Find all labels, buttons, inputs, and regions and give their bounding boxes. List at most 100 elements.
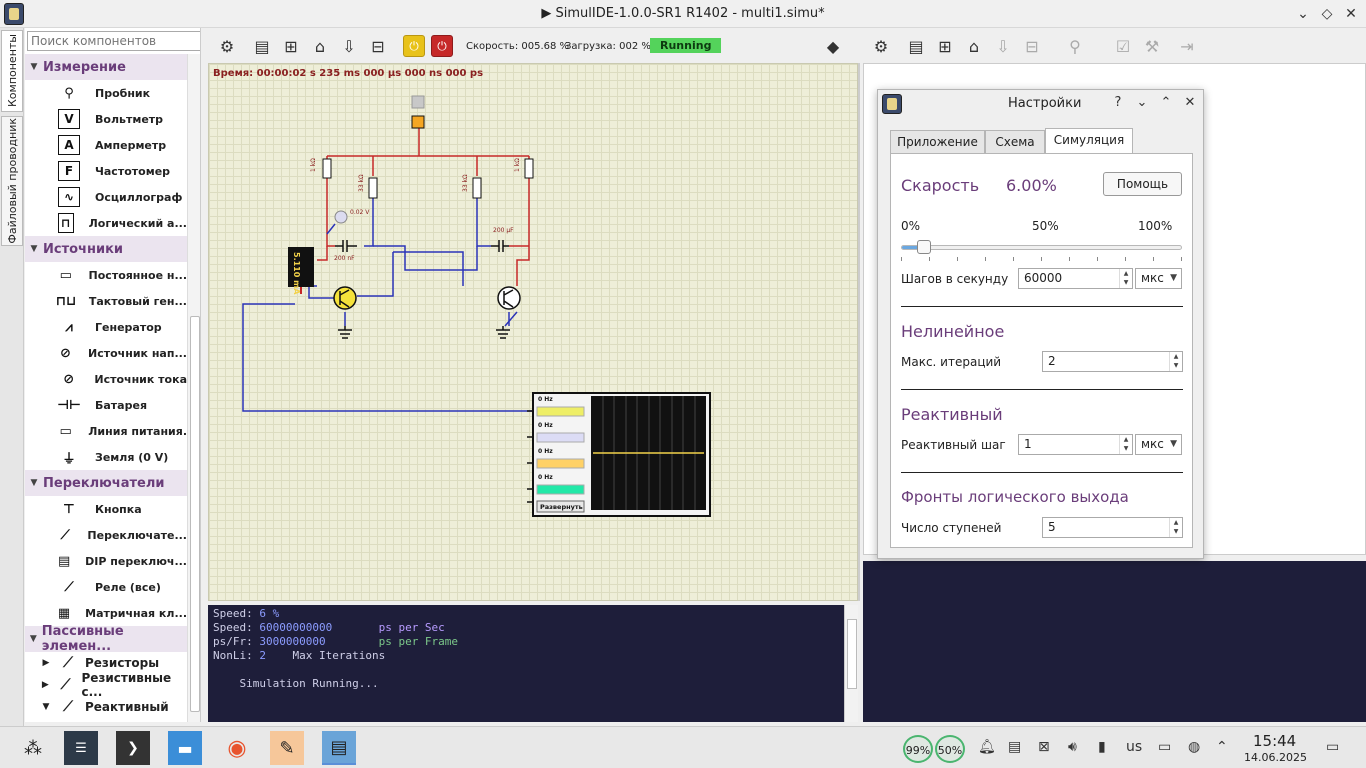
battery-indicator-1[interactable]: 99%: [903, 735, 933, 763]
slider-tick: [1125, 257, 1126, 261]
file-manager-icon[interactable]: ▬: [168, 731, 202, 765]
component-current-source[interactable]: ⊘Источник тока: [25, 366, 187, 392]
chevron-down-icon[interactable]: ⌄: [1136, 95, 1148, 110]
component-scrollbar[interactable]: [187, 54, 200, 722]
editor-folder-icon[interactable]: ⌂: [968, 36, 980, 56]
category-sources[interactable]: ▼Источники: [25, 236, 187, 262]
volume-icon[interactable]: 🔊︎: [1068, 739, 1077, 755]
component-oscilloscope[interactable]: ∿Осциллограф: [25, 184, 187, 210]
component-search-input[interactable]: [27, 31, 200, 51]
usb-device-icon[interactable]: ▮: [1098, 739, 1106, 755]
component-relay[interactable]: ⟋Реле (все): [25, 574, 187, 600]
editor-save-icon[interactable]: ⇩: [996, 36, 1010, 56]
component-wave-generator[interactable]: ⩘Генератор: [25, 314, 187, 340]
notifications-icon[interactable]: 🔔︎: [978, 739, 996, 755]
folder-open-icon[interactable]: ⌂: [314, 36, 326, 56]
editor-upload-icon[interactable]: ⚒: [1144, 36, 1160, 56]
help-question-icon[interactable]: ?: [1114, 95, 1122, 110]
tab-simulation[interactable]: Симуляция: [1045, 128, 1133, 155]
new-circuit-icon[interactable]: ▤: [254, 36, 270, 56]
circuit-canvas[interactable]: Время: 00:00:02 s 235 ms 000 µs 000 ns 0…: [208, 63, 858, 601]
step-count-input[interactable]: 5▲▼: [1042, 517, 1183, 538]
editor-open-icon[interactable]: ⊞: [938, 36, 952, 56]
clipboard-icon[interactable]: ▤: [1008, 739, 1022, 755]
component-keypad[interactable]: ▦Матричная кл...: [25, 600, 187, 626]
stop-simulation-icon[interactable]: ⏻: [431, 35, 453, 57]
component-ground[interactable]: ⏚Земля (0 V): [25, 444, 187, 470]
help-button[interactable]: Помощь: [1103, 172, 1182, 196]
speed-slider-handle[interactable]: [917, 240, 931, 254]
component-switch[interactable]: ⟋Переключате...: [25, 522, 187, 548]
component-fixed-voltage[interactable]: ▭Постоянное н...: [25, 262, 187, 288]
component-clock[interactable]: ⊓⊔Тактовый ген...: [25, 288, 187, 314]
tab-application[interactable]: Приложение: [890, 130, 985, 154]
component-probe[interactable]: ⚲Пробник: [25, 80, 187, 106]
tray-expand-chevron-icon[interactable]: ⌃: [1216, 739, 1228, 755]
capacitor-c1-label: 200 nF: [334, 255, 355, 262]
console-scrollbar[interactable]: [844, 605, 858, 722]
tab-circuit[interactable]: Схема: [985, 130, 1045, 154]
editor-save-as-icon[interactable]: ⊟: [1025, 36, 1039, 56]
category-measurement[interactable]: ▼Измерение: [25, 54, 187, 80]
maximize-button[interactable]: ◇: [1321, 6, 1333, 22]
editor-new-icon[interactable]: ▤: [908, 36, 924, 56]
circuit-schematic[interactable]: 1 kΩ 33 kΩ 33 kΩ 1 kΩ 200 nF 200 µF 0.02…: [209, 64, 858, 601]
scope-expand-button[interactable]: [536, 500, 585, 513]
close-button[interactable]: ✕: [1345, 6, 1357, 22]
save-icon[interactable]: ⇩: [342, 36, 356, 56]
battery-icon: ⊣⊢: [57, 397, 81, 413]
reactive-step-input[interactable]: 1▲▼: [1018, 434, 1133, 455]
settings-app-icon[interactable]: ☰: [64, 731, 98, 765]
krita-icon[interactable]: ✎: [270, 731, 304, 765]
battery-indicator-2[interactable]: 50%: [935, 735, 965, 763]
editor-debug-icon[interactable]: ⇥: [1180, 36, 1194, 56]
max-iterations-input[interactable]: 2▲▼: [1042, 351, 1183, 372]
editor-compile-icon[interactable]: ☑: [1115, 36, 1131, 56]
steps-unit-select[interactable]: мкс▼: [1135, 268, 1182, 289]
keyboard-layout[interactable]: us: [1126, 739, 1143, 755]
clock-time[interactable]: 15:44: [1253, 732, 1297, 750]
component-voltage-source[interactable]: ⊘Источник нап...: [25, 340, 187, 366]
component-battery[interactable]: ⊣⊢Батарея: [25, 392, 187, 418]
simulide-taskbar-icon[interactable]: ▤: [322, 731, 356, 765]
settings-gear-icon[interactable]: ⚙: [219, 36, 235, 56]
network-icon[interactable]: ◍: [1188, 739, 1201, 755]
firefox-icon[interactable]: ◉: [227, 735, 247, 761]
component-rail[interactable]: ▭Линия питания.: [25, 418, 188, 444]
subcategory-reactive[interactable]: ▼⟋Реактивный: [42, 699, 169, 715]
component-push-button[interactable]: ⊤Кнопка: [25, 496, 187, 522]
subcategory-resistive-sensors[interactable]: ▶⟋Резистивные с...: [41, 671, 172, 699]
category-switches[interactable]: ▼Переключатели: [25, 470, 187, 496]
chevron-up-icon[interactable]: ⌃: [1160, 95, 1172, 110]
clock-date[interactable]: 14.06.2025: [1244, 751, 1307, 764]
reactive-unit-select[interactable]: мкс▼: [1135, 434, 1182, 455]
rail-icon: ▭: [59, 423, 72, 439]
dialog-close-icon[interactable]: ✕: [1184, 95, 1196, 110]
component-logic-analyzer[interactable]: ⊓Логический а...: [25, 210, 187, 236]
screenshot-icon[interactable]: ⊠: [1038, 739, 1050, 755]
display-icon[interactable]: ▭: [1158, 739, 1172, 755]
show-desktop-icon[interactable]: ▭: [1326, 739, 1340, 755]
tab-components[interactable]: Компоненты: [1, 30, 23, 112]
slider-tick: [985, 257, 986, 261]
settings-dialog: Настройки ? ⌄ ⌃ ✕ Приложение Схема Симул…: [877, 89, 1204, 559]
open-file-icon[interactable]: ⊞: [284, 36, 298, 56]
save-as-icon[interactable]: ⊟: [371, 36, 385, 56]
app-launcher-icon[interactable]: ⁂: [24, 737, 42, 759]
pause-simulation-icon[interactable]: ⏻: [403, 35, 425, 57]
component-dip-switch[interactable]: ▤DIP переключ...: [25, 548, 187, 574]
steps-per-second-input[interactable]: 60000▲▼: [1018, 268, 1133, 289]
debug-icon[interactable]: ◆: [826, 36, 840, 56]
minimize-button[interactable]: ⌄: [1297, 6, 1309, 22]
subcategory-resistors[interactable]: ▶⟋Резисторы: [42, 655, 160, 671]
editor-settings-gear-icon[interactable]: ⚙: [873, 36, 889, 56]
editor-find-icon[interactable]: ⚲: [1069, 36, 1081, 56]
category-passive[interactable]: ▼Пассивные элемен...: [25, 624, 187, 654]
canvas-splitter[interactable]: [858, 63, 860, 601]
speed-slider[interactable]: [901, 240, 1182, 254]
terminal-icon[interactable]: ❯: [116, 731, 150, 765]
tab-file-explorer[interactable]: Файловый проводник: [1, 116, 23, 246]
